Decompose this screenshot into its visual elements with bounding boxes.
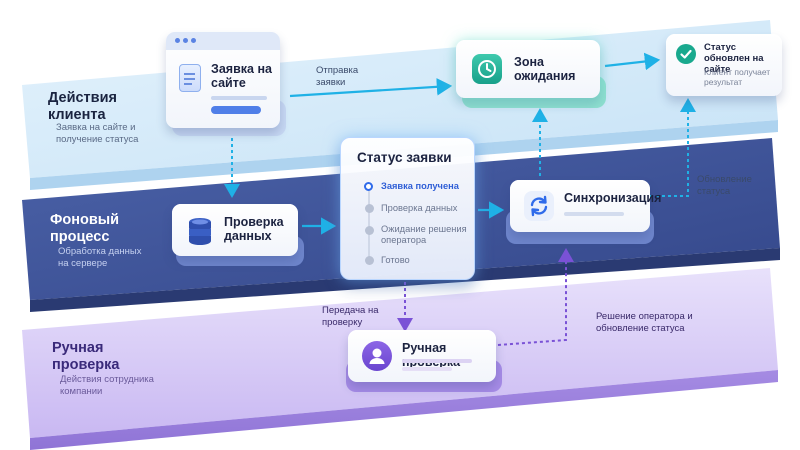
data-check-card: Проверка данных	[172, 204, 298, 256]
data-check-title: Проверка данных	[224, 215, 284, 243]
waiting-zone-title: Зона ожидания	[514, 55, 576, 83]
status-updated-subtitle: Клиент получает результат	[704, 67, 771, 87]
placeholder-line	[402, 367, 452, 371]
manual-check-card: Ручная проверка	[348, 330, 496, 382]
request-status-panel: Статус заявки Заявка получена Проверка д…	[340, 137, 475, 280]
step-dot-done	[365, 256, 374, 265]
arrow-label-operator-decision: Решение оператора и обновление статуса	[596, 311, 693, 334]
sync-title: Синхронизация	[564, 191, 662, 205]
arrow-label-handoff-check: Передача на проверку	[322, 305, 379, 328]
user-icon	[362, 341, 392, 371]
sync-icon	[524, 191, 554, 221]
sync-card: Синхронизация	[510, 180, 662, 232]
background-layer-title: Фоновый процесс	[50, 212, 120, 245]
background-layer-subtitle: Обработка данных на сервере	[58, 246, 142, 269]
manual-check-title: Ручная проверка	[402, 341, 460, 369]
clock-icon	[472, 54, 502, 84]
placeholder-line	[564, 212, 624, 216]
placeholder-line	[211, 96, 267, 100]
checkmark-icon	[676, 44, 696, 64]
arrow-label-send-request: Отправка заявки	[316, 65, 359, 88]
step-dot-operator-wait	[365, 226, 374, 235]
database-icon	[187, 216, 213, 246]
manual-layer-subtitle: Действия сотрудника компании	[60, 374, 154, 397]
document-icon	[179, 64, 201, 92]
status-updated-title: Статус обновлен на сайте	[704, 42, 764, 75]
waiting-zone-card: Зона ожидания	[456, 40, 600, 98]
site-request-title: Заявка на сайте	[211, 62, 272, 90]
step-received: Заявка получена	[381, 181, 459, 191]
status-panel-title: Статус заявки	[357, 150, 452, 165]
step-done: Готово	[381, 255, 410, 265]
manual-layer-title: Ручная проверка	[52, 340, 120, 373]
client-layer-title: Действия клиента	[48, 90, 117, 123]
step-data-check: Проверка данных	[381, 203, 458, 213]
step-operator-wait: Ожидание решения оператора	[381, 224, 467, 245]
status-timeline	[368, 188, 370, 260]
step-dot-received	[364, 182, 373, 191]
step-dot-data-check	[365, 204, 374, 213]
status-updated-card: Статус обновлен на сайте Клиент получает…	[666, 34, 782, 96]
site-request-card[interactable]: Заявка на сайте	[166, 32, 280, 128]
browser-window-icon	[166, 32, 280, 50]
placeholder-line	[402, 359, 472, 363]
arrow-label-status-refresh: Обновление статуса	[697, 174, 752, 197]
client-layer-subtitle: Заявка на сайте и получение статуса	[56, 122, 139, 145]
submit-button[interactable]	[211, 106, 261, 114]
